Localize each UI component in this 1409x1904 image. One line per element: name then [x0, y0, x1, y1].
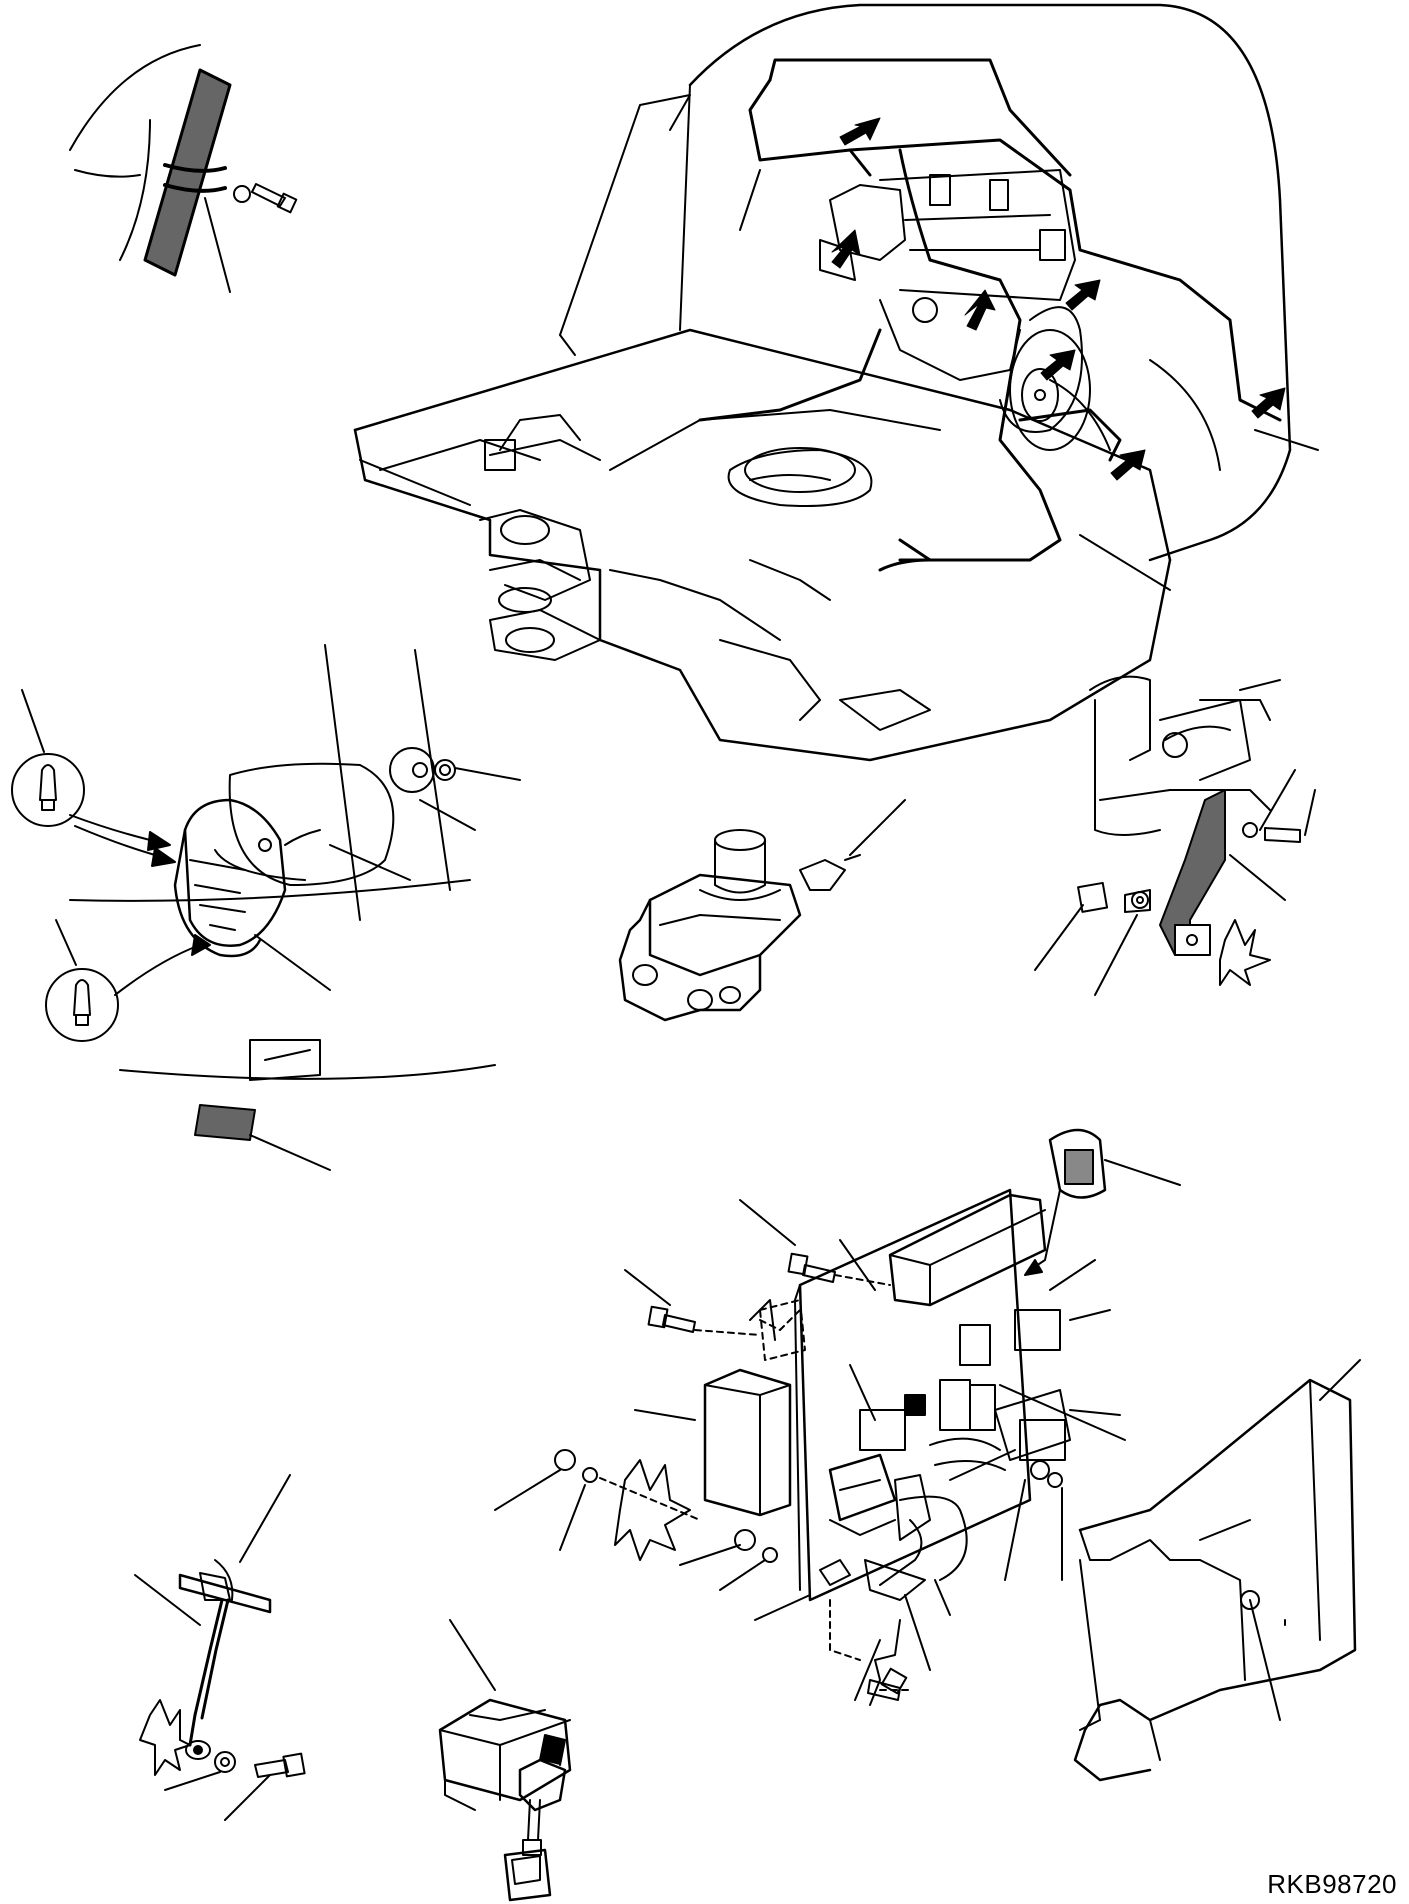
relay	[1015, 1310, 1060, 1350]
relay	[1020, 1420, 1065, 1460]
indicator-arrows	[832, 118, 1285, 480]
lamp-housing	[175, 800, 320, 956]
relay-unit	[440, 1620, 570, 1900]
tail-lamp-assembly	[12, 645, 520, 1170]
screw	[803, 1265, 835, 1282]
sensor-bracket	[135, 1475, 305, 1820]
nut	[1031, 1461, 1049, 1479]
hose-clamp-detail	[70, 45, 296, 292]
leader-lines-top	[740, 170, 1318, 590]
arrow-icon	[1066, 280, 1100, 310]
bulb-icon	[40, 765, 56, 800]
washer	[1243, 823, 1257, 837]
nut	[555, 1450, 575, 1470]
bulb-detail-top	[12, 690, 175, 866]
bolt	[1265, 828, 1300, 842]
relay-callout	[1025, 1130, 1180, 1275]
relay	[860, 1410, 905, 1450]
arrow-icon	[1041, 350, 1075, 380]
drawing-code: RKB98720	[1267, 1869, 1397, 1899]
reflector	[195, 1105, 255, 1140]
fuse-relay-box	[555, 1130, 1355, 1780]
arrow-icon	[832, 230, 860, 268]
washer	[215, 1752, 235, 1772]
hose	[145, 70, 230, 275]
fuse-cover	[890, 1195, 1045, 1305]
bulb-icon	[74, 980, 90, 1015]
frame-symbol	[1220, 920, 1270, 985]
clamp	[165, 165, 225, 191]
leader-lines-relay-box	[495, 1200, 1360, 1700]
arrow-icon	[840, 118, 880, 145]
frame-symbol	[615, 1460, 690, 1560]
arrow-icon	[1252, 388, 1285, 418]
bracket-assembly	[1035, 677, 1315, 995]
nut	[735, 1530, 755, 1550]
flasher-relay	[705, 1370, 790, 1515]
bulb-detail-bottom	[46, 920, 210, 1041]
frame-symbol	[140, 1700, 190, 1775]
leader-line	[205, 198, 230, 292]
lamp-nut	[390, 748, 455, 792]
washer	[234, 186, 250, 202]
washer	[583, 1468, 597, 1482]
arrow-icon	[1111, 450, 1145, 480]
bolt	[255, 1760, 288, 1777]
wiring-harness-main	[700, 60, 1280, 570]
arrow-icon	[965, 290, 995, 330]
washer	[763, 1548, 777, 1562]
screw	[663, 1315, 695, 1332]
revolving-frame	[355, 5, 1290, 760]
washer	[1048, 1473, 1062, 1487]
strap	[1160, 790, 1225, 955]
engine	[820, 170, 1110, 450]
bolt	[252, 184, 285, 206]
pressure-switch	[620, 800, 905, 1020]
nut	[1241, 1591, 1259, 1609]
relay-box-cover	[1075, 1380, 1355, 1780]
connector	[505, 1850, 550, 1900]
